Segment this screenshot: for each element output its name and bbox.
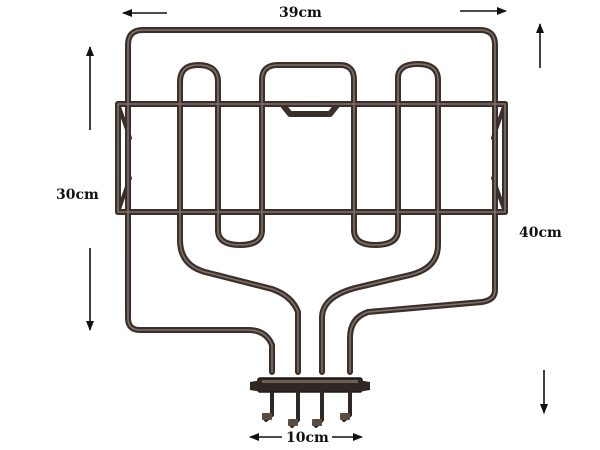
terminal-bracket: [250, 377, 370, 393]
dimension-arrows: [86, 7, 548, 441]
terminal-width-label: 10cm: [286, 430, 329, 446]
width-label: 39cm: [279, 5, 322, 21]
terminal-pins: [264, 390, 352, 428]
right-height-label: 40cm: [519, 225, 562, 241]
support-frame-notch: [279, 101, 341, 117]
heating-element: [115, 27, 508, 428]
left-height-label: 30cm: [56, 187, 99, 203]
